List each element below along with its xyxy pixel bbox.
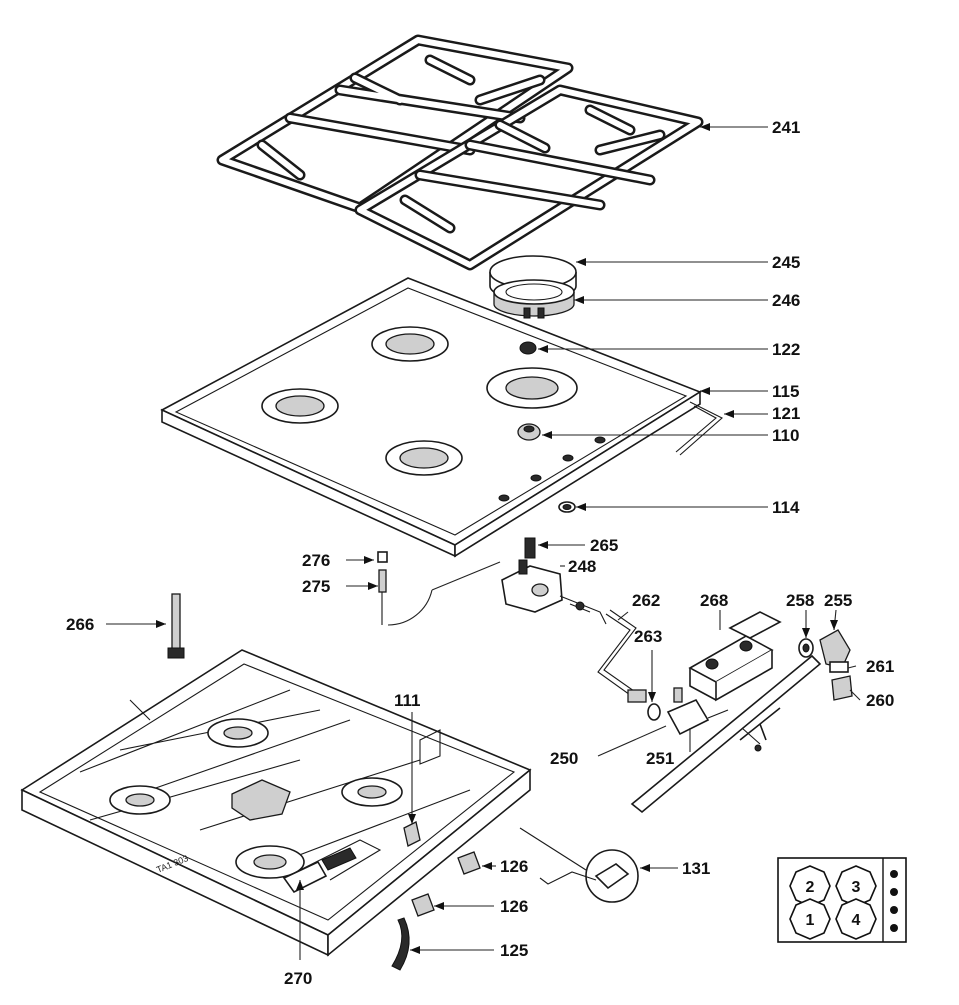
hob-top-plate: [160, 277, 702, 558]
base-tray: TA1 303: [20, 649, 532, 957]
pan-support-right: [354, 84, 704, 271]
callout-245: 245: [772, 253, 800, 272]
control-knob: [517, 423, 541, 441]
callout-246: 246: [772, 291, 800, 310]
callout-110: 110: [772, 426, 799, 445]
callout-111: 111: [394, 691, 421, 710]
callout-265: 265: [590, 536, 618, 555]
spark-electrode: [377, 551, 501, 626]
svg-text:4: 4: [852, 912, 861, 929]
long-screw: [167, 593, 185, 659]
callout-114: 114: [772, 498, 800, 517]
callout-131: 131: [682, 859, 710, 878]
washer: [798, 638, 814, 658]
knob-bezel: [558, 501, 576, 513]
ignition-generator: [519, 827, 639, 903]
callout-263: 263: [634, 627, 662, 646]
callout-126-lower: 126: [500, 897, 528, 916]
callout-260: 260: [866, 691, 894, 710]
callout-251: 251: [646, 749, 674, 768]
callout-266: 266: [66, 615, 94, 634]
ignition-switch: [282, 847, 357, 894]
callout-250: 250: [550, 749, 578, 768]
foot-lower: [411, 893, 435, 917]
callout-258: 258: [786, 591, 814, 610]
bracket-125: [391, 917, 410, 971]
burner-key-1: 1: [789, 898, 831, 940]
callout-241: 241: [772, 118, 800, 137]
burner-key-knob-dots: [890, 870, 898, 932]
injector-part: [519, 341, 537, 355]
valve-body: [647, 687, 729, 736]
gas-pipe: [597, 609, 647, 703]
burner-key-4: 4: [835, 898, 877, 940]
callout-125: 125: [500, 941, 528, 960]
burner-head: [493, 279, 575, 319]
burner-key: 2 3 1 4: [777, 857, 907, 943]
callout-268: 268: [700, 591, 728, 610]
injector-265: [524, 537, 536, 559]
thermocouple-block: [688, 611, 782, 702]
callout-276: 276: [302, 551, 330, 570]
foot-upper: [457, 851, 481, 875]
svg-text:1: 1: [806, 912, 815, 929]
callout-261: 261: [866, 657, 894, 676]
inlet-elbow: [819, 629, 853, 701]
callout-275: 275: [302, 577, 330, 596]
callout-122: 122: [772, 340, 800, 359]
callout-labels: 241 245 246 122 115 121 110 114 265 248 …: [66, 118, 894, 988]
callout-262: 262: [632, 591, 660, 610]
callout-255: 255: [824, 591, 852, 610]
callout-115: 115: [772, 382, 799, 401]
svg-text:2: 2: [806, 879, 815, 896]
callout-248: 248: [568, 557, 596, 576]
seal-strip: [675, 401, 723, 456]
callout-126-upper: 126: [500, 857, 528, 876]
gas-rail: [630, 654, 822, 814]
arrow-heads: [156, 123, 838, 954]
gas-tap: [501, 559, 607, 625]
svg-text:3: 3: [852, 879, 861, 896]
leader-lines: [106, 126, 861, 960]
callout-270: 270: [284, 969, 312, 988]
callout-121: 121: [772, 404, 800, 423]
pan-support-left: [216, 34, 574, 214]
